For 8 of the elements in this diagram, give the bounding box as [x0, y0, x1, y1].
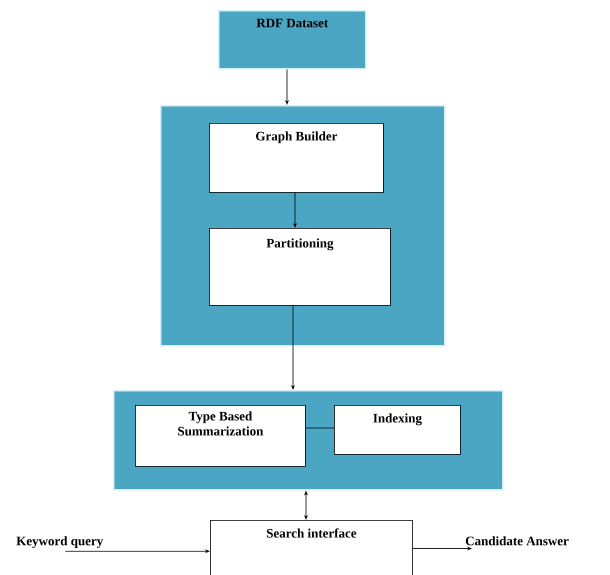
process-box: Graph Builder [209, 123, 384, 193]
text-label: Candidate Answer [466, 536, 569, 546]
panel: RDF Dataset [218, 10, 366, 70]
process-box: Indexing [334, 405, 461, 455]
text-label: Keyword query [16, 536, 104, 548]
process-box: Partitioning [209, 228, 391, 306]
process-box: Search interface [210, 520, 413, 575]
process-box: Type Based Summarization [135, 405, 306, 467]
